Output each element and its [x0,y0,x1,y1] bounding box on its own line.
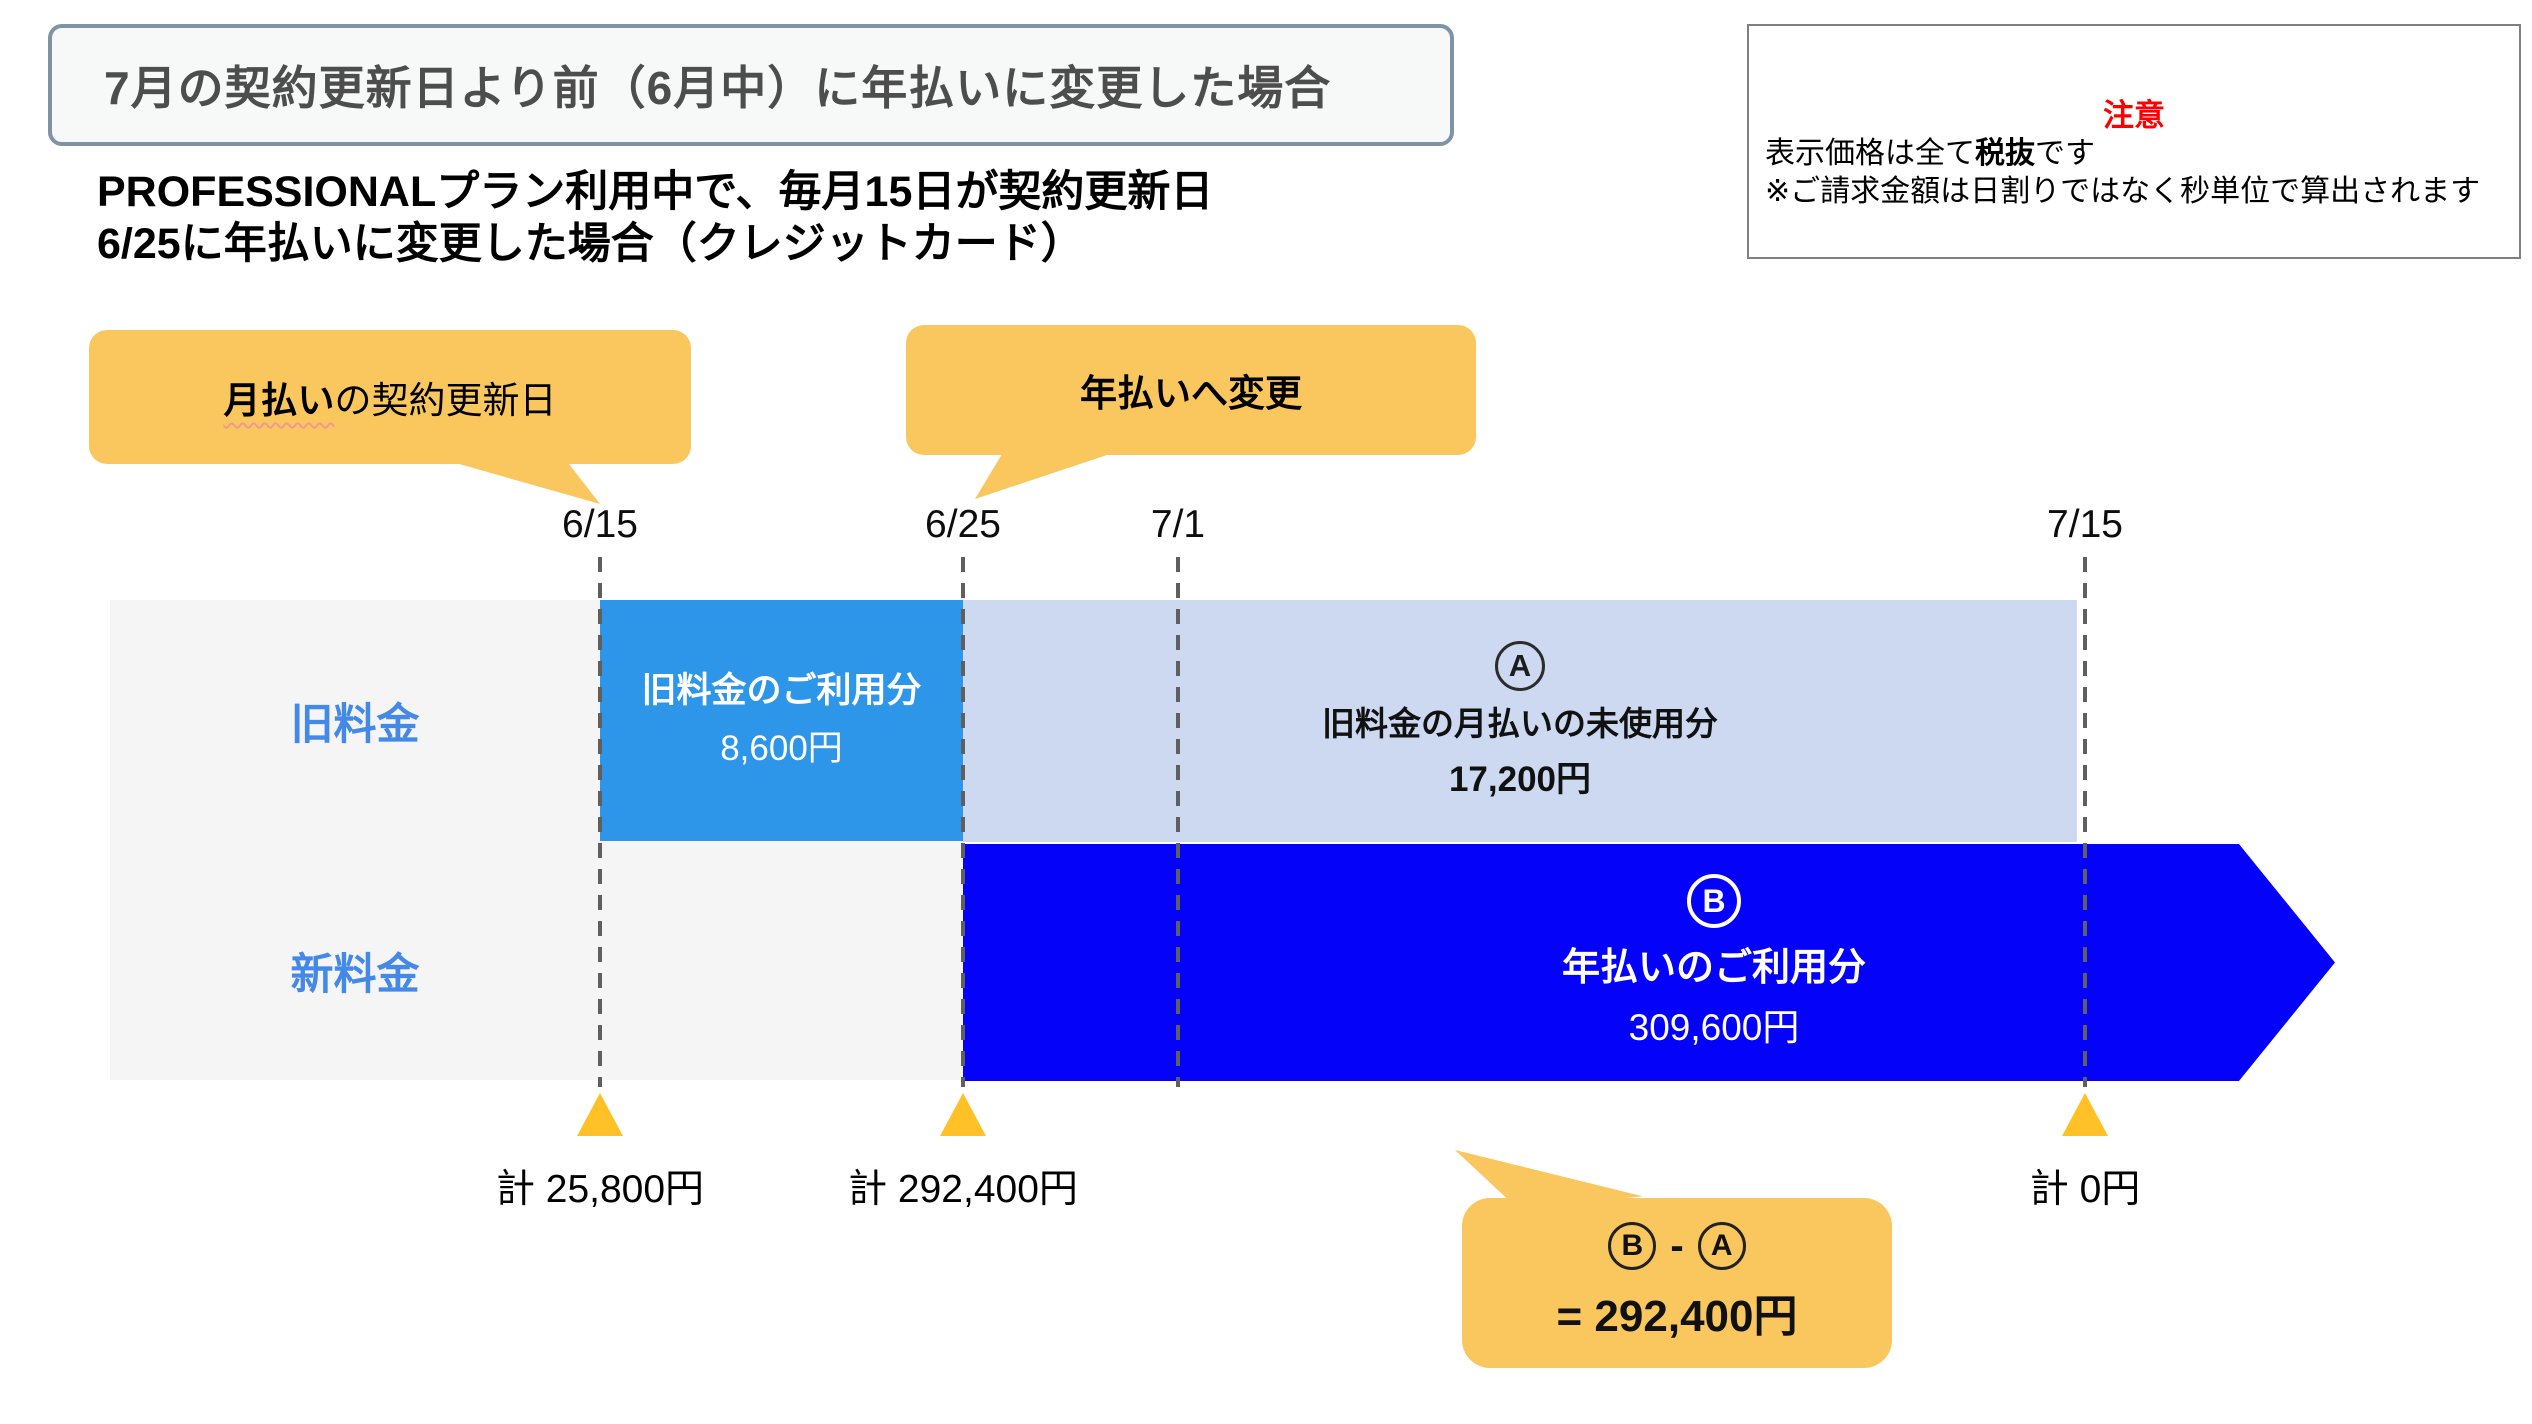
callout-monthly-text: 月払いの契約更新日 [224,370,557,424]
billing-marker-icon-6-15 [577,1093,623,1136]
subtitle: PROFESSIONALプラン利用中で、毎月15日が契約更新日 6/25に年払い… [97,166,1213,271]
dashed-line-7-1 [1176,557,1180,1087]
billing-marker-icon-6-25 [940,1093,986,1136]
old-price-usage-amount: 8,600円 [720,729,843,768]
callout-monthly-tail [438,458,600,504]
notice-box: 注意 表示価格は全て税抜です ※ご請求金額は日割りではなく秒単位で算出されます [1747,24,2521,259]
unused-monthly-amount: 17,200円 [1448,759,1592,799]
notice-line1-prefix: 表示価格は全て [1765,137,1975,170]
badge-b-calc-icon: B [1608,1222,1657,1270]
callout-monthly-rest: の契約更新日 [334,380,557,421]
notice-line1-bold: 税抜 [1975,137,2035,170]
calc-minus: - [1670,1223,1684,1268]
notice-heading: 注意 [2103,98,2165,133]
badge-a-calc-icon: A [1697,1222,1746,1270]
calc-callout: B - A = 292,400円 [1462,1198,1892,1368]
unused-monthly-band: A 旧料金の月払いの未使用分 17,200円 [963,600,2077,842]
badge-b-icon: B [1687,874,1741,928]
callout-monthly-renewal: 月払いの契約更新日 [89,330,691,464]
subtitle-line2: 6/25に年払いに変更した場合（クレジットカード） [97,220,1084,269]
annual-payment-amount: 309,600円 [1628,1007,1800,1048]
callout-yearly-text: 年払いへ変更 [1080,373,1302,414]
annual-payment-arrow: B 年払いのご利用分 309,600円 [963,844,2335,1081]
annual-payment-title: 年払いのご利用分 [1561,947,1866,989]
dashed-line-7-15 [2083,557,2087,1087]
row-label-new-price: 新料金 [290,951,420,999]
total-label-7-15: 計 0円 [2029,1168,2141,1211]
callout-change-to-yearly: 年払いへ変更 [906,325,1476,455]
badge-a-icon: A [1495,640,1545,691]
row-label-old-price: 旧料金 [290,701,420,749]
notice-line1-suffix: です [2035,137,2095,170]
dashed-line-6-15 [598,557,602,1087]
notice-line1: 表示価格は全て税抜です [1749,135,2519,173]
calc-result: = 292,400円 [1556,1292,1798,1341]
calc-formula: B - A [1608,1222,1746,1270]
total-label-6-15: 計 25,800円 [495,1168,705,1211]
unused-monthly-title: 旧料金の月払いの未使用分 [1322,704,1718,742]
title-banner-text: 7月の契約更新日より前（6月中）に年払いに変更した場合 [104,62,1332,114]
subtitle-line1: PROFESSIONALプラン利用中で、毎月15日が契約更新日 [97,168,1214,216]
old-price-usage-box: 旧料金のご利用分 8,600円 [600,600,963,841]
date-label-7-15: 7/15 [2047,503,2123,546]
billing-marker-icon-7-15 [2062,1093,2108,1136]
date-label-6-15: 6/15 [562,503,638,546]
title-banner: 7月の契約更新日より前（6月中）に年払いに変更した場合 [48,24,1454,146]
old-price-usage-title: 旧料金のご利用分 [641,671,922,710]
dashed-line-6-25 [961,557,965,1087]
date-label-6-25: 6/25 [925,503,1001,546]
callout-yearly-tail [975,449,1125,499]
date-label-7-1: 7/1 [1150,503,1206,546]
total-label-6-25: 計 292,400円 [848,1168,1078,1211]
callout-monthly-bold: 月払い [223,380,335,421]
notice-line2: ※ご請求金額は日割りではなく秒単位で算出されます [1765,174,2481,208]
